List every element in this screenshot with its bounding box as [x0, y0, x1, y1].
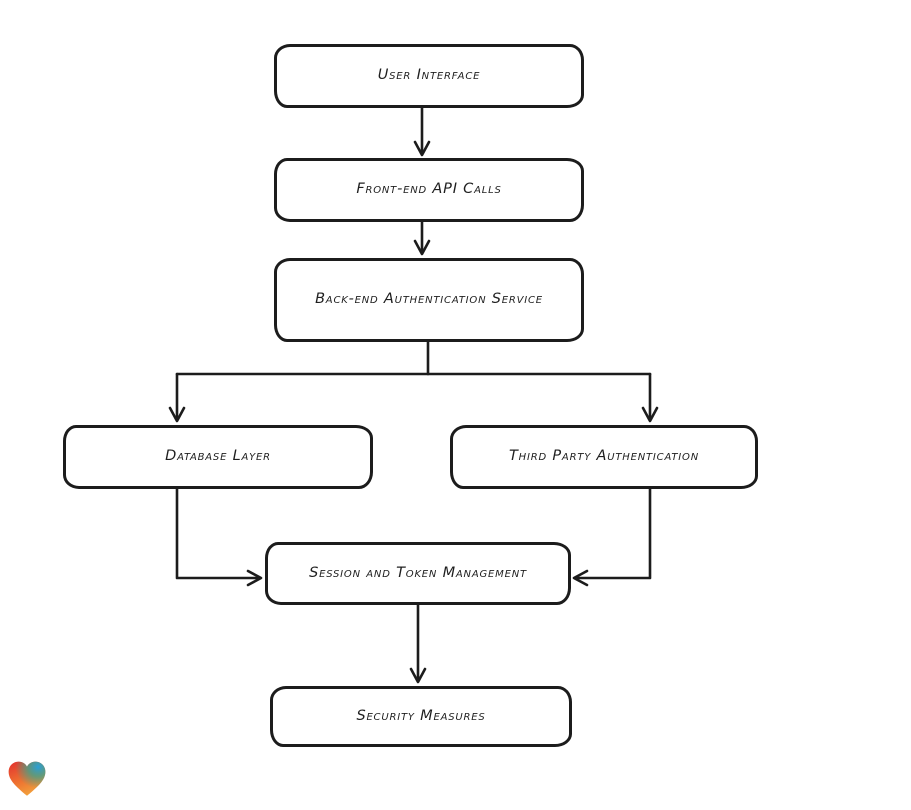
node-security-measures: Security Measures — [270, 686, 572, 747]
node-label: Third Party Authentication — [509, 448, 699, 465]
node-database-layer: Database Layer — [63, 425, 373, 489]
node-user-interface: User Interface — [274, 44, 584, 108]
connector-backend-split — [168, 340, 659, 423]
node-label: Back-end Authentication Service — [315, 291, 543, 308]
connector-ui-to-frontend — [413, 106, 431, 157]
node-label: Security Measures — [356, 707, 486, 724]
connector-database-to-session — [175, 487, 263, 587]
node-session-and-token-management: Session and Token Management — [265, 542, 571, 605]
connector-thirdparty-to-session — [572, 487, 652, 587]
node-label: Database Layer — [165, 448, 271, 465]
node-front-end-api-calls: Front-end API Calls — [274, 158, 584, 222]
node-label: User Interface — [377, 67, 481, 84]
connector-session-to-security — [409, 603, 427, 684]
node-label: Front-end API Calls — [356, 181, 502, 198]
node-back-end-authentication-service: Back-end Authentication Service — [274, 258, 584, 342]
node-third-party-authentication: Third Party Authentication — [450, 425, 758, 489]
heart-icon — [8, 761, 46, 796]
connector-frontend-to-backend — [413, 220, 431, 256]
node-label: Session and Token Management — [309, 564, 527, 581]
